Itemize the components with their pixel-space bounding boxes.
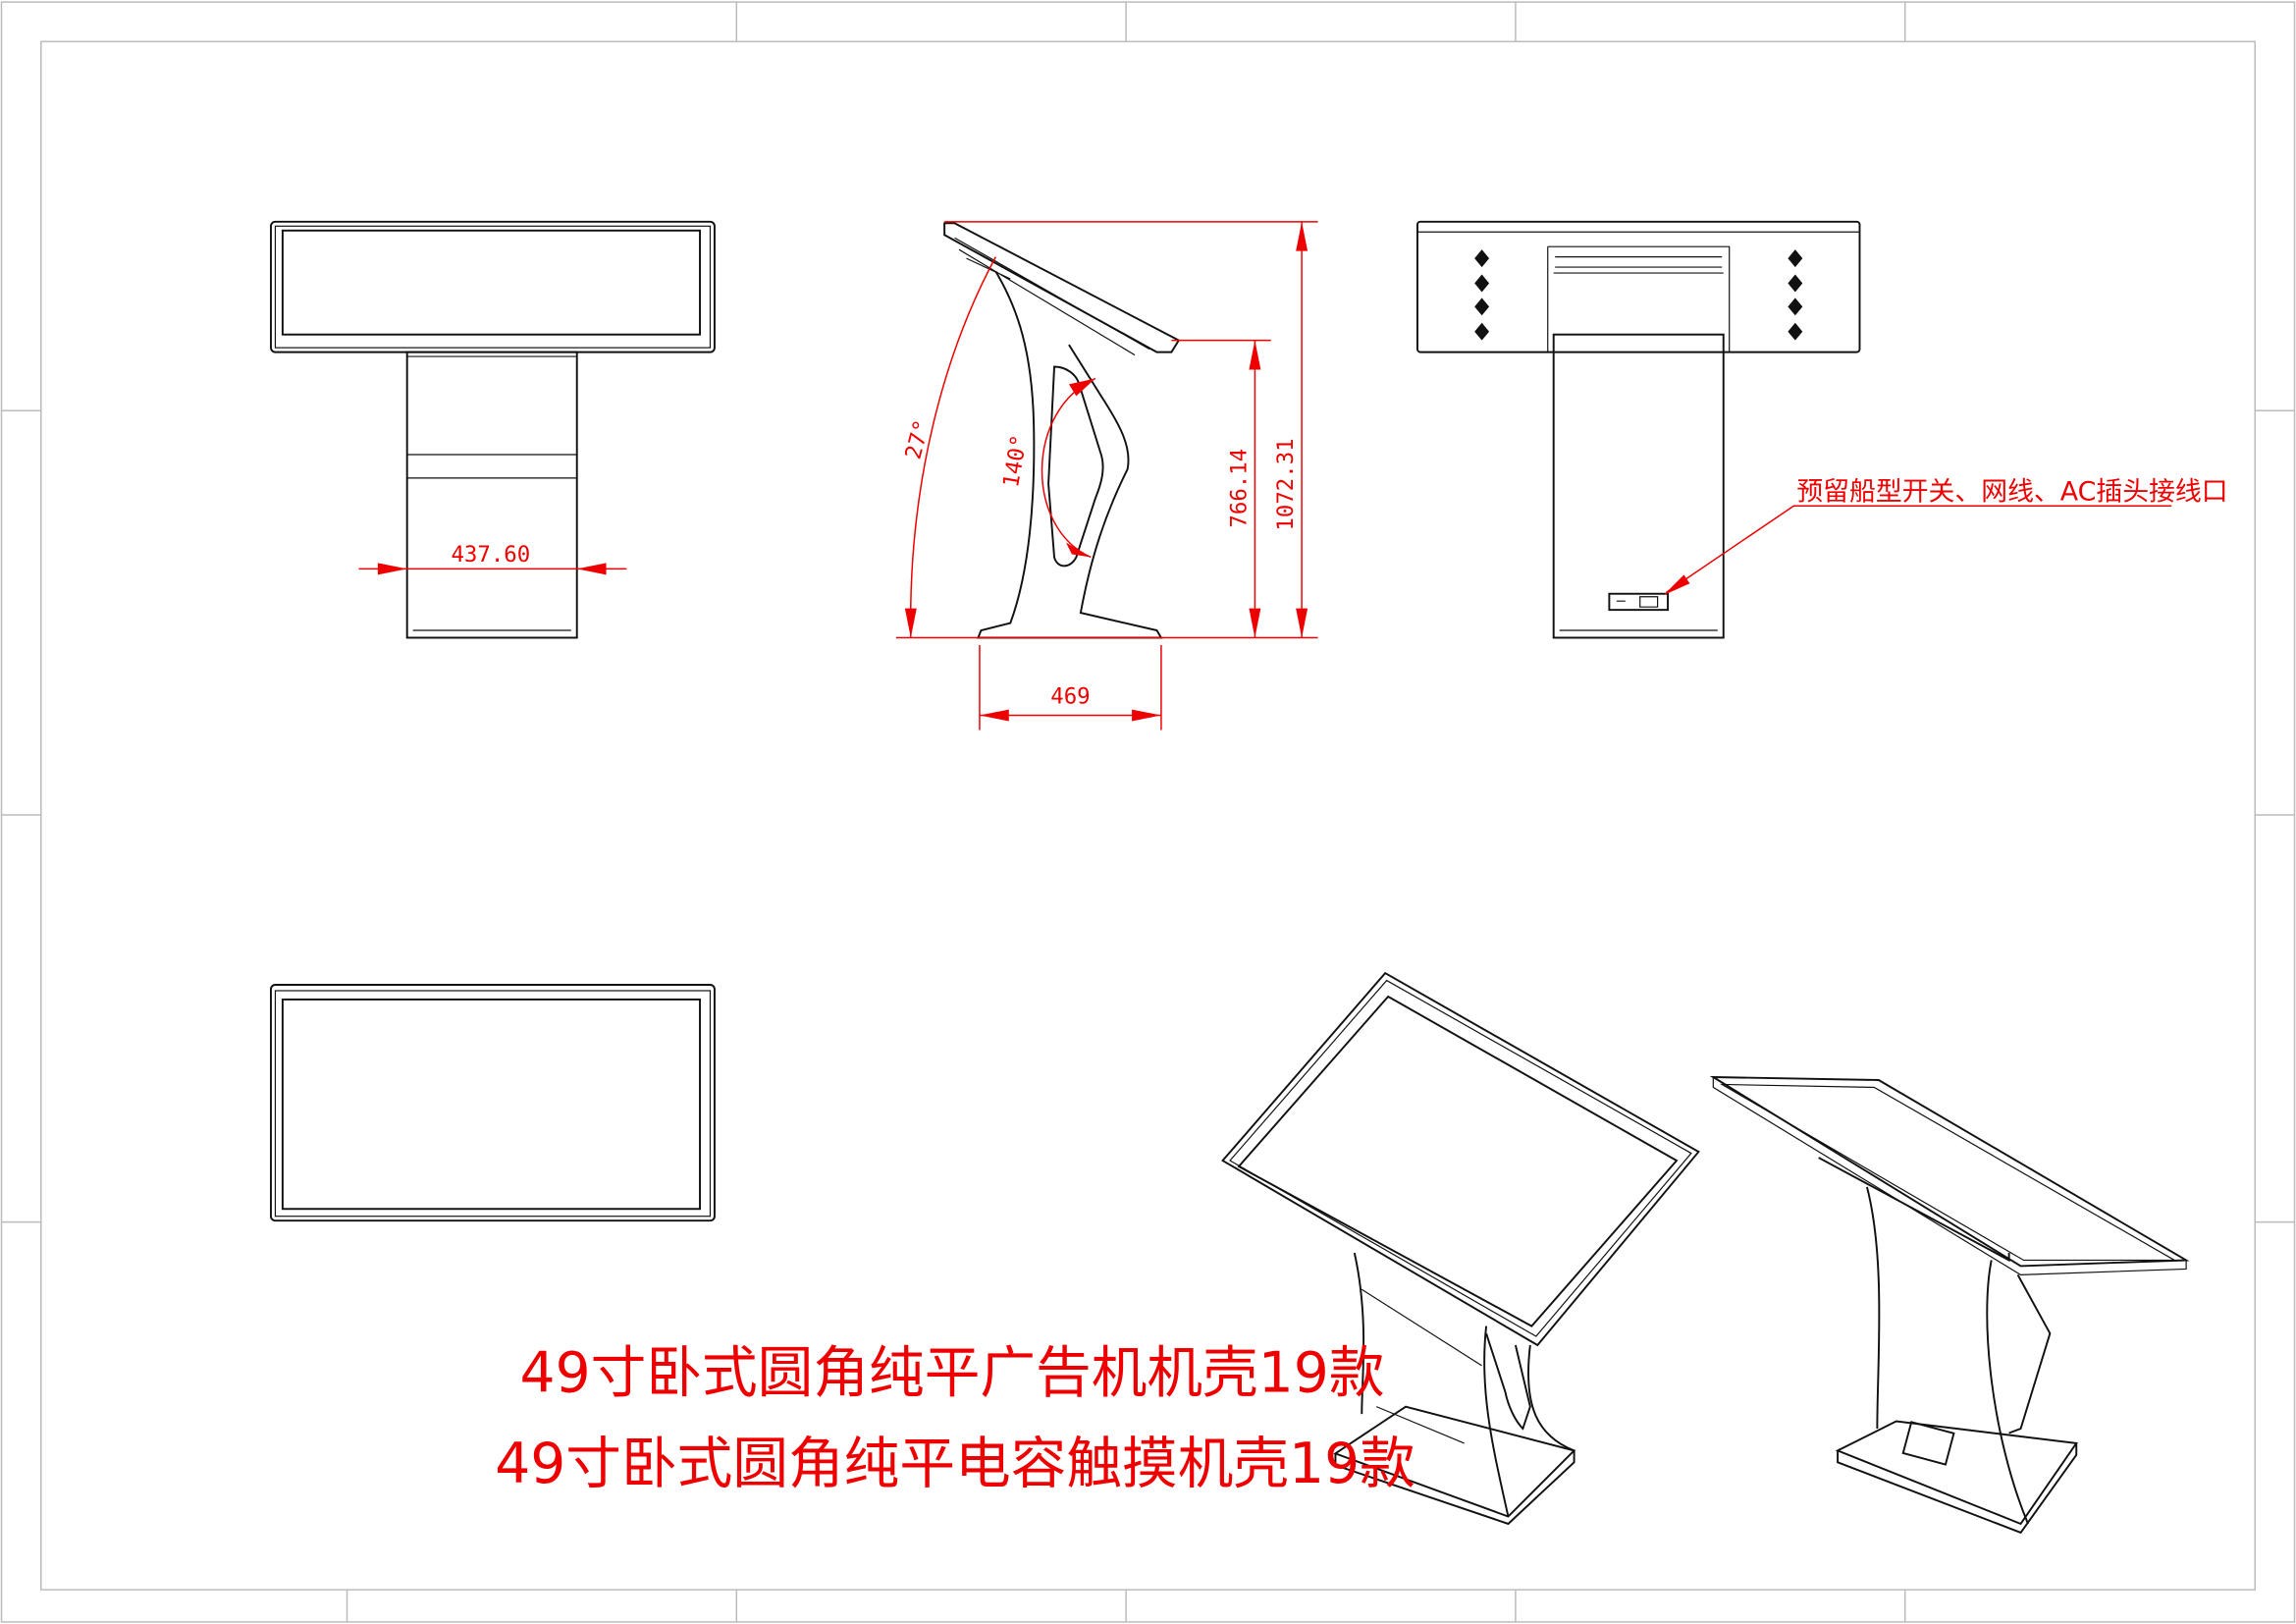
dimension-label: 469 — [1050, 684, 1090, 710]
top-view — [269, 984, 716, 1222]
dimension-label: 437.60 — [451, 542, 530, 568]
back-view — [1416, 220, 1861, 639]
isometric-front-view — [1221, 971, 1700, 1526]
isometric-back-view — [1709, 1075, 2190, 1535]
drawing-title: 49寸卧式圆角纯平广告机机壳19款 49寸卧式圆角纯平电容触摸机壳19款 — [495, 1341, 1415, 1496]
title-line-2: 49寸卧式圆角纯平电容触摸机壳19款 — [495, 1432, 1415, 1496]
front-view — [269, 220, 716, 639]
dimension-label: 140° — [998, 433, 1033, 490]
dimensions-side: 469 766.14 1072.31 27° 140° — [895, 221, 1318, 731]
dimension-label: 766.14 — [1226, 449, 1252, 528]
dimension-label: 27° — [900, 417, 935, 462]
connector-note: 预留船型开关、网线、AC插头接线口 — [1663, 476, 2228, 596]
title-line-1: 49寸卧式圆角纯平广告机机壳19款 — [520, 1341, 1385, 1406]
side-view — [943, 222, 1181, 639]
dimension-label: 1072.31 — [1273, 438, 1299, 530]
dimension-pedestal-width: 437.60 — [358, 542, 627, 575]
note-text: 预留船型开关、网线、AC插头接线口 — [1796, 476, 2227, 507]
